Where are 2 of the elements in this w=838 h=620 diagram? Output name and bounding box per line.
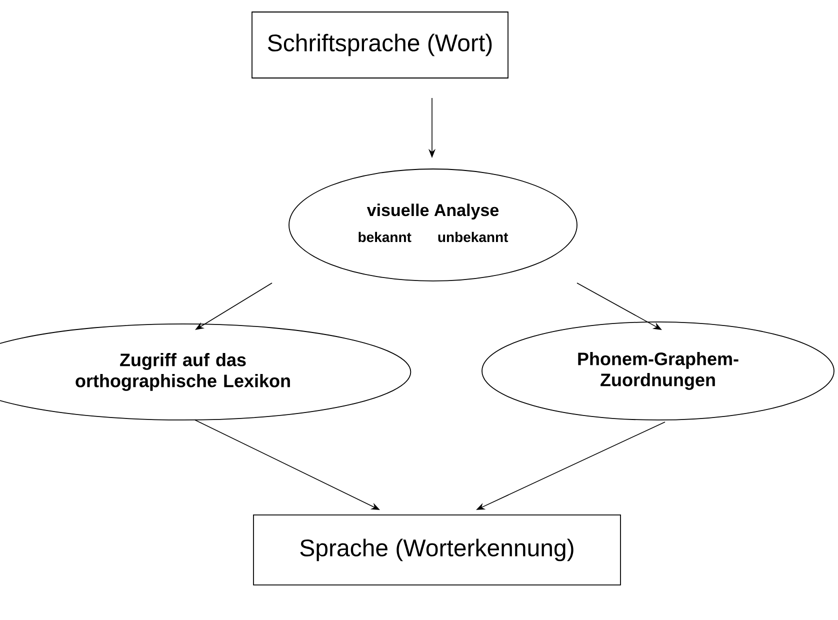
process-box: Schriftsprache (Wort) bbox=[252, 12, 508, 78]
process-box: Sprache (Worterkennung) bbox=[253, 514, 621, 586]
